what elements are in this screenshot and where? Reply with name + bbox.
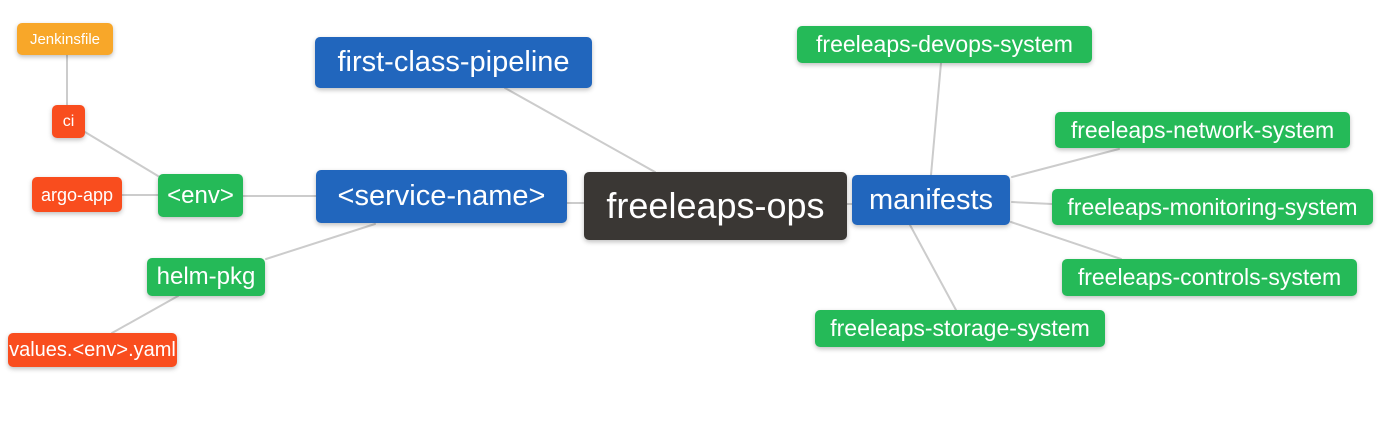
node-jenkinsfile[interactable]: Jenkinsfile — [17, 23, 113, 55]
node-values-env-yaml[interactable]: values.<env>.yaml — [8, 333, 177, 367]
edge-manifests-freeleaps-devops-system — [930, 62, 942, 176]
node-freeleaps-ops[interactable]: freeleaps-ops — [584, 172, 847, 240]
node-manifests[interactable]: manifests — [852, 175, 1010, 225]
edge-manifests-freeleaps-storage-system — [909, 224, 957, 311]
edge-manifests-freeleaps-monitoring-system — [1011, 201, 1053, 205]
node-service-name[interactable]: <service-name> — [316, 170, 567, 223]
node-label: freeleaps-devops-system — [816, 31, 1073, 57]
edge-service-name-helm-pkg — [265, 223, 376, 260]
node-freeleaps-devops-system[interactable]: freeleaps-devops-system — [797, 26, 1092, 63]
node-label: manifests — [868, 183, 994, 216]
node-label: Jenkinsfile — [29, 30, 101, 48]
node-env[interactable]: <env> — [158, 174, 243, 217]
node-label: freeleaps-controls-system — [1077, 264, 1342, 290]
node-label: freeleaps-monitoring-system — [1067, 193, 1358, 220]
node-label: first-class-pipeline — [337, 46, 570, 78]
node-label: <env> — [167, 181, 234, 209]
node-label: ci — [62, 112, 75, 130]
node-label: freeleaps-storage-system — [830, 315, 1090, 341]
node-freeleaps-controls-system[interactable]: freeleaps-controls-system — [1062, 259, 1357, 296]
node-freeleaps-network-system[interactable]: freeleaps-network-system — [1055, 112, 1350, 148]
node-label: values.<env>.yaml — [9, 339, 176, 361]
node-freeleaps-monitoring-system[interactable]: freeleaps-monitoring-system — [1052, 189, 1373, 225]
node-freeleaps-storage-system[interactable]: freeleaps-storage-system — [815, 310, 1105, 347]
node-argo-app[interactable]: argo-app — [32, 177, 122, 212]
node-label: freeleaps-ops — [606, 185, 825, 226]
node-label: helm-pkg — [156, 263, 256, 290]
node-label: <service-name> — [337, 180, 546, 212]
edge-first-class-pipeline-freeleaps-ops — [504, 87, 656, 173]
edge-manifests-freeleaps-network-system — [1011, 148, 1120, 178]
edge-manifests-freeleaps-controls-system — [1010, 221, 1122, 260]
edge-ci-env — [84, 131, 159, 177]
edge-helm-pkg-values-env-yaml — [111, 295, 179, 334]
node-label: freeleaps-network-system — [1070, 116, 1335, 143]
node-first-class-pipeline[interactable]: first-class-pipeline — [315, 37, 592, 88]
node-helm-pkg[interactable]: helm-pkg — [147, 258, 265, 296]
node-ci[interactable]: ci — [52, 105, 85, 138]
node-label: argo-app — [40, 184, 114, 205]
